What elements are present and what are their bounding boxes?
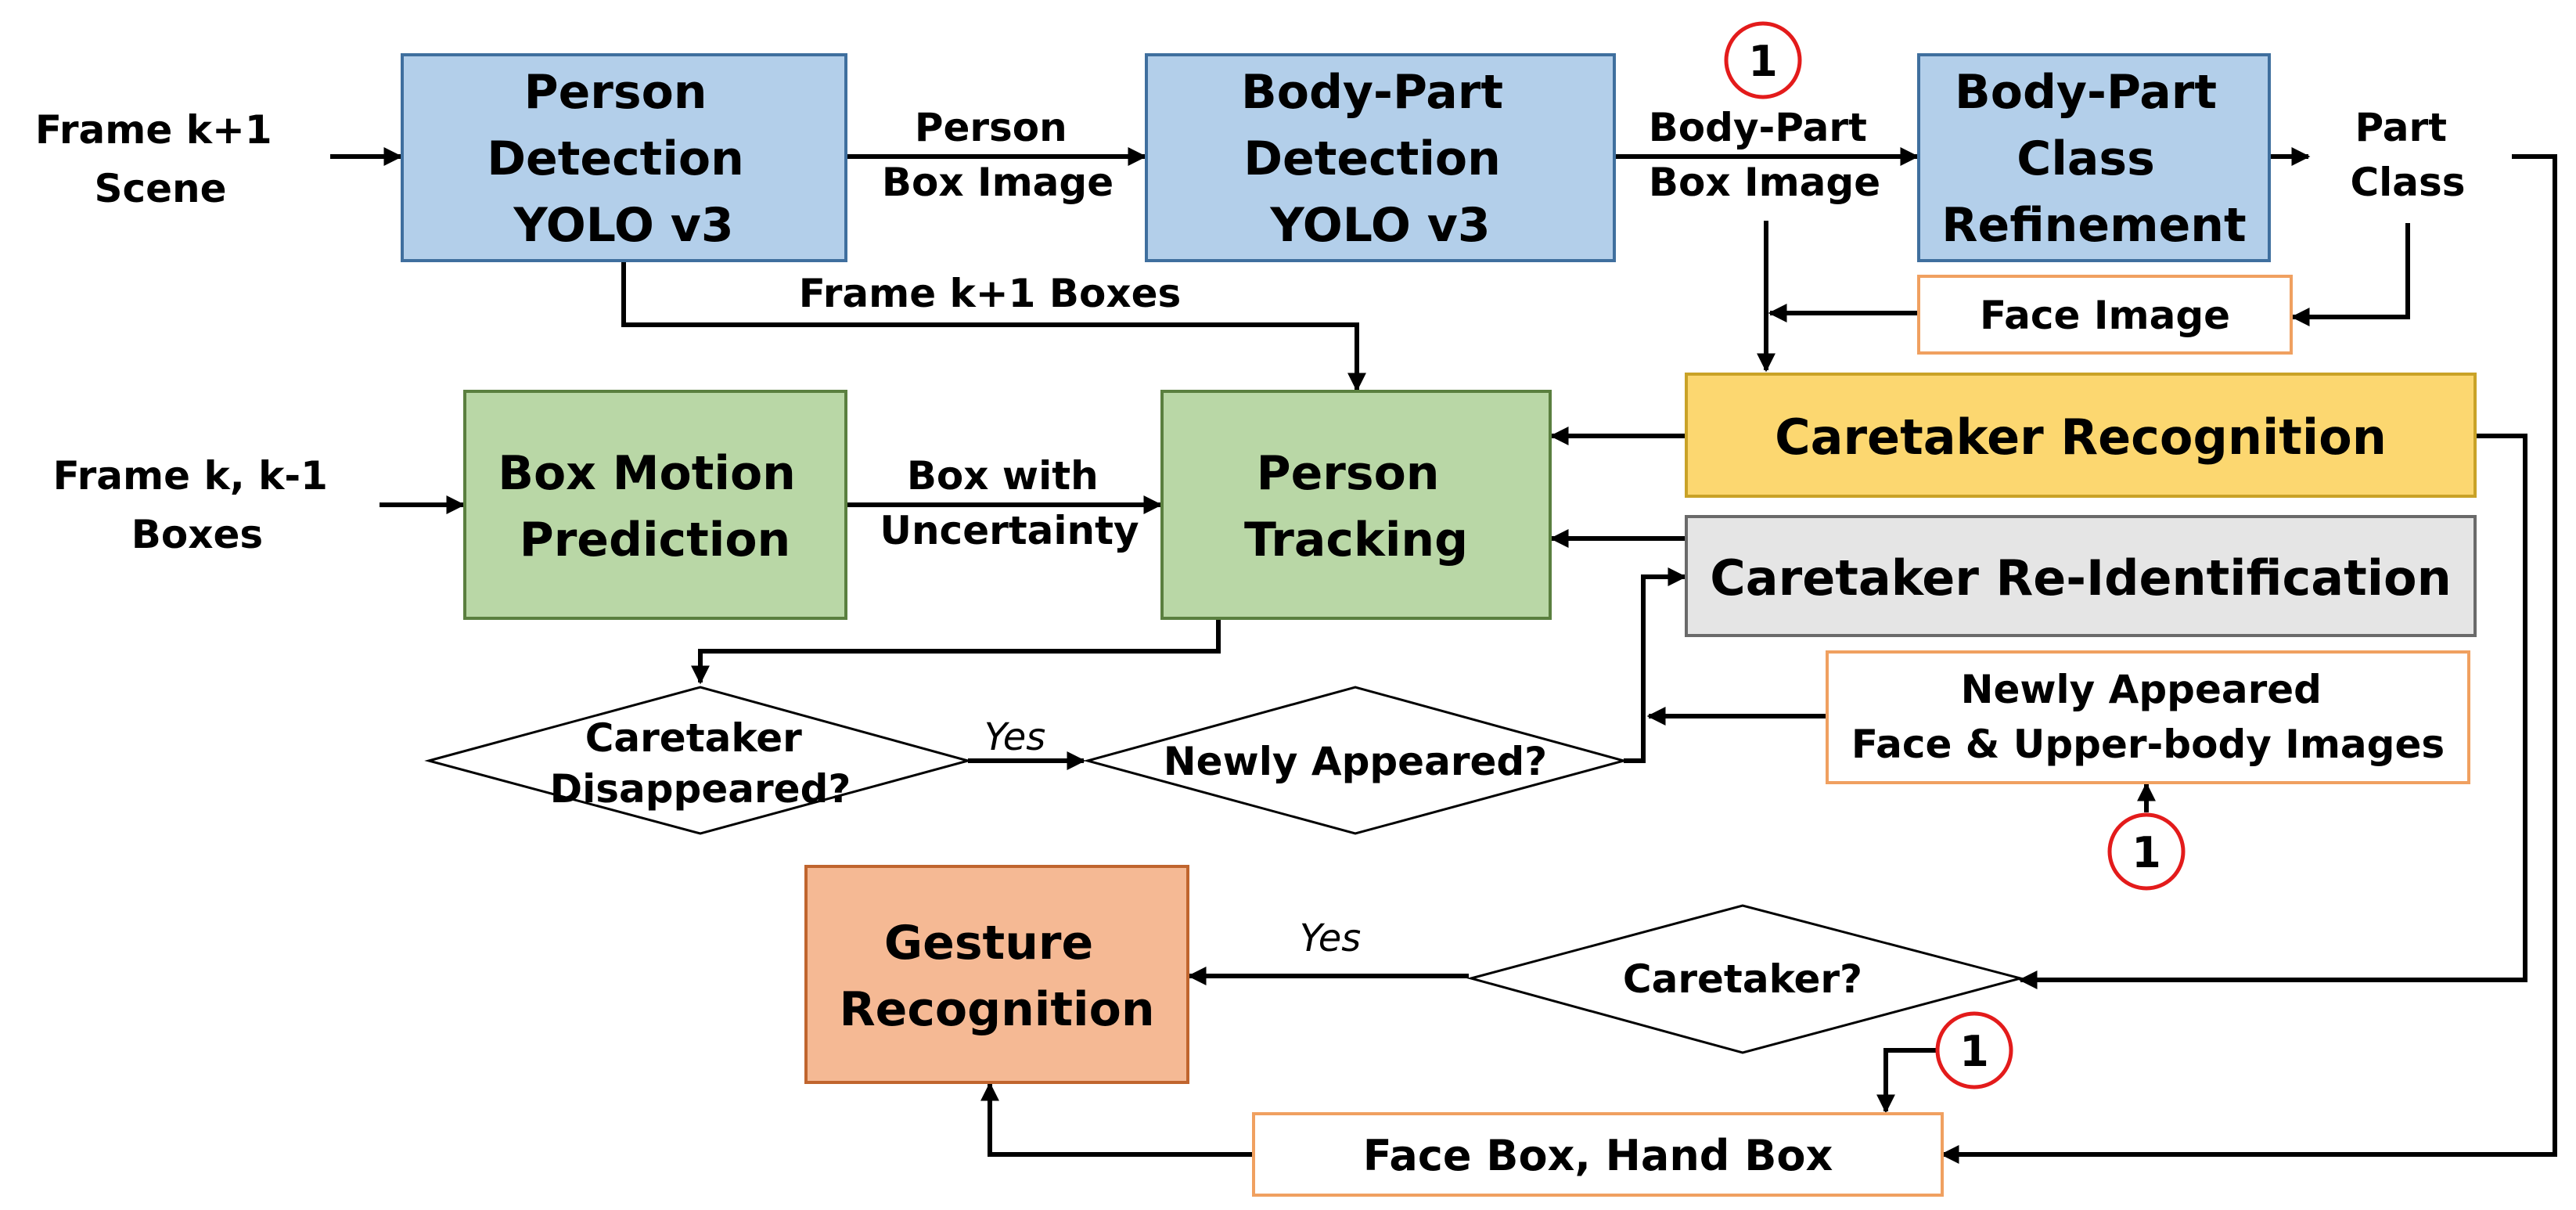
bodypart-refinement-label: Body-Part Class Refinement (1941, 65, 2246, 253)
edge-newly-to-reid (1624, 567, 1687, 763)
bodypart-detection-rect (1145, 53, 1616, 262)
disappeared-label: Caretaker Disappeared? (550, 715, 851, 812)
edge-recognition-to-caretaker (2018, 434, 2527, 989)
marker-1-top-circle (1724, 21, 1802, 99)
face-hand-label: Face Box, Hand Box (1363, 1131, 1833, 1180)
caretaker-recognition-rect (1685, 373, 2477, 498)
edge-frame-boxes-to-tracking (621, 262, 1366, 392)
person-tracking-rect (1160, 390, 1552, 620)
edge-marker-to-face-hand (1876, 1048, 1937, 1114)
marker-1-facehand-label: 1 (1959, 1027, 1989, 1076)
person-detection-box: Person Detection YOLO v3 (401, 53, 847, 262)
box-motion-prediction-box: Box Motion Prediction (463, 390, 847, 620)
person-detection-rect (401, 53, 847, 262)
edge-partclass-to-caretaker (1940, 154, 2557, 1164)
face-image-note: Face Image (1917, 275, 2293, 355)
newly-images-label: Newly Appeared Face & Upper-body Images (1851, 667, 2445, 767)
gesture-recognition-rect (804, 865, 1189, 1084)
marker-1-facehand-circle (1935, 1011, 2013, 1089)
newly-images-rect (1826, 650, 2470, 784)
caretaker-reid-label: Caretaker Re-Identification (1710, 549, 2451, 607)
marker-1-newly-circle (2107, 812, 2186, 891)
frame-k1-boxes-label: Frame k+1 Boxes (799, 271, 1182, 316)
face-image-rect (1917, 275, 2293, 355)
newly-diamond (1083, 686, 1628, 835)
marker-1-newly: 1 (2107, 812, 2186, 891)
caretaker-reid-rect (1685, 515, 2477, 637)
person-tracking-label: Person Tracking (1244, 446, 1468, 567)
edge-tracking-to-disappeared (691, 620, 1221, 685)
newly-images-note: Newly Appeared Face & Upper-body Images (1826, 650, 2470, 784)
marker-1-top: 1 (1724, 21, 1802, 99)
yes-label-gesture: Yes (1300, 917, 1362, 960)
bodypart-detection-box: Body-Part Detection YOLO v3 (1145, 53, 1616, 262)
person-box-image-label: Person Box Image (882, 105, 1114, 205)
part-class-label: Part Class (2350, 105, 2465, 205)
edge-partclass-to-face-image (2290, 223, 2410, 326)
newly-decision: Newly Appeared? (1083, 686, 1628, 835)
yes-label-newly: Yes (984, 715, 1046, 759)
caretaker-recognition-box: Caretaker Recognition (1685, 373, 2477, 498)
frame-k1-scene-label: Frame k+1 Scene (35, 107, 286, 211)
caretaker-recognition-label: Caretaker Recognition (1775, 409, 2387, 466)
bodypart-refinement-rect (1917, 53, 2271, 262)
caretaker-label: Caretaker? (1623, 956, 1862, 1002)
caretaker-decision: Caretaker? (1466, 904, 2025, 1054)
box-uncertainty-label: Box with Uncertainty (880, 453, 1139, 553)
face-image-label: Face Image (1980, 293, 2230, 338)
person-tracking-box: Person Tracking (1160, 390, 1552, 620)
face-hand-note: Face Box, Hand Box (1252, 1112, 1944, 1197)
bodypart-refinement-box: Body-Part Class Refinement (1917, 53, 2271, 262)
caretaker-reid-box: Caretaker Re-Identification (1685, 515, 2477, 637)
newly-label: Newly Appeared? (1164, 739, 1547, 784)
bodypart-detection-label: Body-Part Detection YOLO v3 (1241, 65, 1520, 253)
gesture-recognition-label: Gesture Recognition (839, 916, 1154, 1037)
gesture-recognition-box: Gesture Recognition (804, 865, 1189, 1084)
frame-k-boxes-label: Frame k, k-1 Boxes (53, 453, 342, 557)
marker-1-facehand: 1 (1935, 1011, 2013, 1089)
box-motion-rect (463, 390, 847, 620)
marker-1-top-label: 1 (1748, 37, 1778, 86)
disappeared-diamond (424, 686, 973, 835)
person-detection-label: Person Detection YOLO v3 (487, 65, 761, 253)
face-hand-rect (1252, 1112, 1944, 1197)
bodypart-box-image-label: Body-Part Box Image (1649, 105, 1881, 205)
disappeared-decision: Caretaker Disappeared? (424, 686, 973, 835)
marker-1-newly-label: 1 (2132, 828, 2161, 877)
caretaker-diamond (1466, 904, 2025, 1054)
box-motion-label: Box Motion Prediction (498, 446, 812, 567)
connectors (330, 147, 2557, 1164)
edge-face-hand-to-gesture (980, 1082, 1252, 1157)
